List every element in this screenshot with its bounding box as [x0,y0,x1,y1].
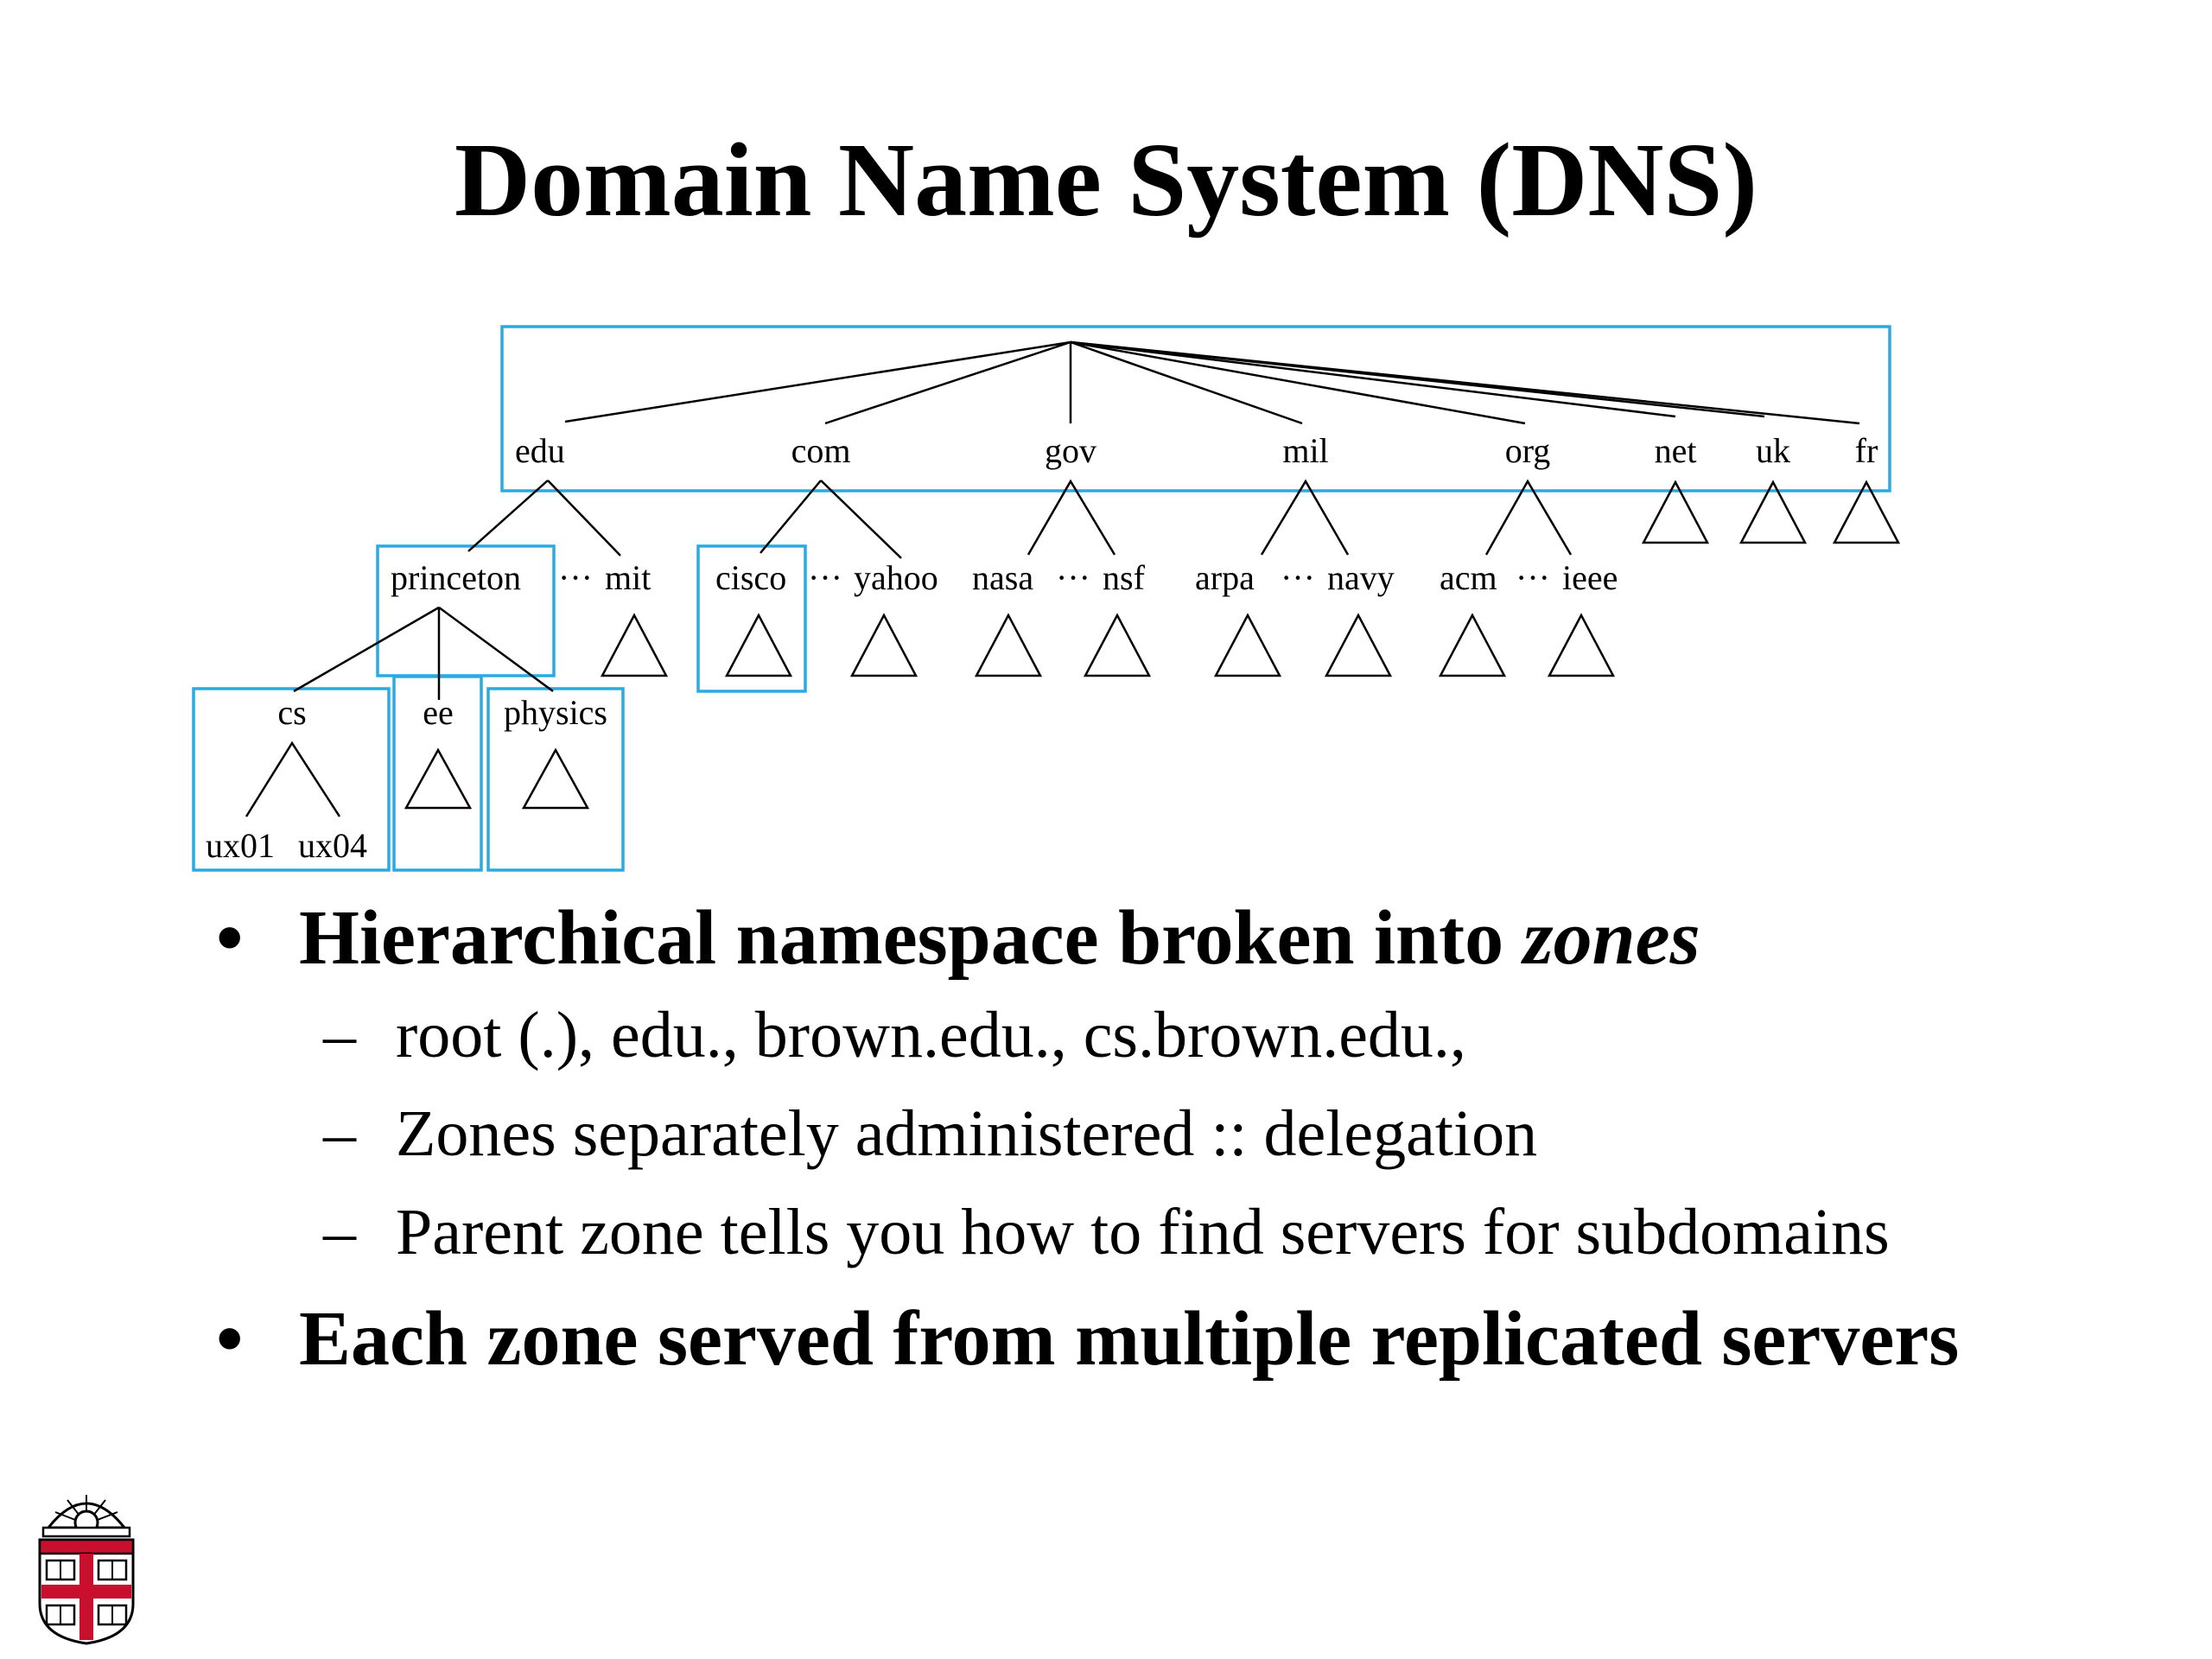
subtree-fr [1832,480,1901,544]
node-acm: acm [1440,558,1497,597]
subtree-navy [1324,613,1393,677]
node-ee: ee [423,693,454,732]
ellipsis-mil: ··· [1281,558,1315,597]
node-com: com [791,431,851,470]
subtree-acm [1438,613,1507,677]
node-labels: edu com gov mil org net uk fr princeton … [206,431,1878,865]
edge-root-net [1070,340,1676,418]
subtree-cisco [724,613,793,677]
bullet-zones: • Hierarchical namespace broken into zon… [216,890,2117,987]
sub-bullet-delegation: – Zones separately administered :: deleg… [216,1094,2117,1173]
bullet-emphasis: zones [1522,895,1700,981]
edge-root-com [824,340,1071,425]
zone-box-cisco [696,544,807,693]
node-edu: edu [515,431,565,470]
sub-bullet-text: Zones separately administered :: delegat… [396,1097,1538,1170]
node-gov: gov [1045,431,1096,470]
sub-bullet-zone-examples: – root (.), edu., brown.edu., cs.brown.e… [216,995,2117,1075]
brown-university-shield-icon [38,1495,135,1645]
node-fr: fr [1855,431,1878,470]
subtree-yahoo [849,613,918,677]
ellipsis-com: ··· [808,558,842,597]
edge-root-fr [1070,340,1860,425]
zone-boxes [192,325,1891,872]
subtree-uk [1738,480,1808,544]
node-net: net [1655,431,1697,470]
node-arpa: arpa [1195,558,1255,597]
bullet-text: Hierarchical namespace broken into [299,895,1523,981]
ellipsis-org: ··· [1516,558,1550,597]
bullet-marker: • [216,1296,244,1382]
subtree-net [1641,480,1710,544]
zone-box-physics [486,687,625,872]
zone-box-root [500,325,1891,493]
node-navy: navy [1327,558,1395,597]
node-cs: cs [277,693,306,732]
node-mit: mit [605,558,651,597]
edge-edu-mit [547,480,621,556]
bullet-replicated-servers: • Each zone served from multiple replica… [216,1291,2117,1388]
subtree-triangles [404,480,1901,810]
node-ux01: ux01 [206,826,275,865]
zone-box-cs [192,687,391,872]
node-physics: physics [504,693,607,732]
node-ieee: ieee [1562,558,1618,597]
dns-tree-diagram: edu com gov mil org net uk fr princeton … [192,325,1901,872]
node-princeton: princeton [391,558,521,597]
subtree-mit [600,613,669,677]
edge-root-mil [1070,340,1303,425]
edge-gov-children [1027,479,1116,556]
subtree-nasa [974,613,1043,677]
edge-cs-children [245,741,341,817]
sub-bullet-marker: – [323,1196,356,1268]
sub-bullet-list: – root (.), edu., brown.edu., cs.brown.e… [216,995,2117,1272]
bullet-list: • Hierarchical namespace broken into zon… [216,890,2117,1388]
edge-root-edu [564,340,1071,423]
bullet-text: Each zone served from multiple replicate… [299,1296,1960,1382]
subtree-ieee [1547,613,1616,677]
subtree-ee [404,747,473,810]
slide-title: Domain Name System (DNS) [454,122,1758,238]
sub-bullet-marker: – [323,999,356,1071]
node-mil: mil [1282,431,1328,470]
node-cisco: cisco [715,558,786,597]
edge-mil-children [1260,479,1350,556]
edge-root-org [1070,340,1526,425]
node-ux04: ux04 [298,826,367,865]
subtree-nsf [1083,613,1152,677]
sub-bullet-marker: – [323,1097,356,1170]
edge-edu-princeton [467,480,549,552]
sub-bullet-text: Parent zone tells you how to find server… [396,1196,1890,1268]
ellipsis-gov: ··· [1056,558,1090,597]
tree-edges [245,340,1860,817]
node-yahoo: yahoo [854,558,938,597]
node-org: org [1505,431,1551,470]
edge-com-yahoo [820,480,902,559]
subtree-arpa [1213,613,1282,677]
node-nsf: nsf [1103,558,1146,597]
subtree-physics [521,747,590,810]
edge-princeton-cs [293,606,440,693]
bullet-marker: • [216,895,244,981]
node-uk: uk [1756,431,1790,470]
edge-org-children [1484,479,1573,556]
node-nasa: nasa [972,558,1033,597]
sub-bullet-parent-zone: – Parent zone tells you how to find serv… [216,1192,2117,1272]
ellipsis-edu: ··· [558,558,593,597]
zone-box-ee [392,675,483,872]
sub-bullet-text: root (.), edu., brown.edu., cs.brown.edu… [396,999,1466,1071]
edge-princeton-physics [438,606,554,693]
edge-com-cisco [760,480,822,554]
